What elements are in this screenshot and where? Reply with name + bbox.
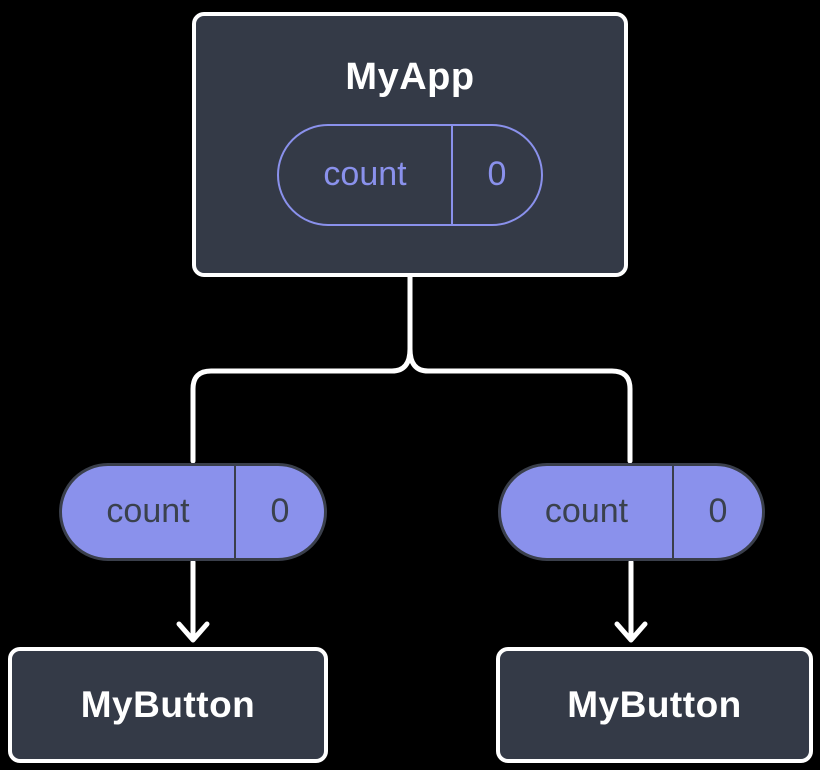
state-pill-name-label: count: [323, 154, 407, 193]
root-to-left-child-connector: [190, 269, 413, 464]
prop-pill-count-left: count 0: [59, 463, 327, 561]
node-mybutton-right: MyButton: [496, 647, 813, 763]
left-prop-arrow: [176, 559, 210, 643]
node-mybutton-right-title: MyButton: [567, 684, 742, 725]
node-mybutton-left-title: MyButton: [80, 684, 256, 725]
prop-pill-count-right: count 0: [498, 463, 765, 561]
right-prop-arrow: [614, 559, 648, 643]
prop-pill-name-label: count: [544, 491, 629, 530]
root-to-right-child-connector: [407, 269, 633, 464]
prop-pill-name-label: count: [106, 491, 190, 530]
node-mybutton-left: MyButton: [8, 647, 328, 763]
state-pill-count: count 0: [277, 124, 543, 226]
prop-pill-value-label: 0: [672, 466, 762, 558]
prop-pill-value-label: 0: [234, 466, 324, 558]
node-myapp-title: MyApp: [345, 56, 475, 98]
node-myapp: MyApp count 0: [192, 12, 628, 277]
state-pill-value-label: 0: [451, 126, 541, 224]
